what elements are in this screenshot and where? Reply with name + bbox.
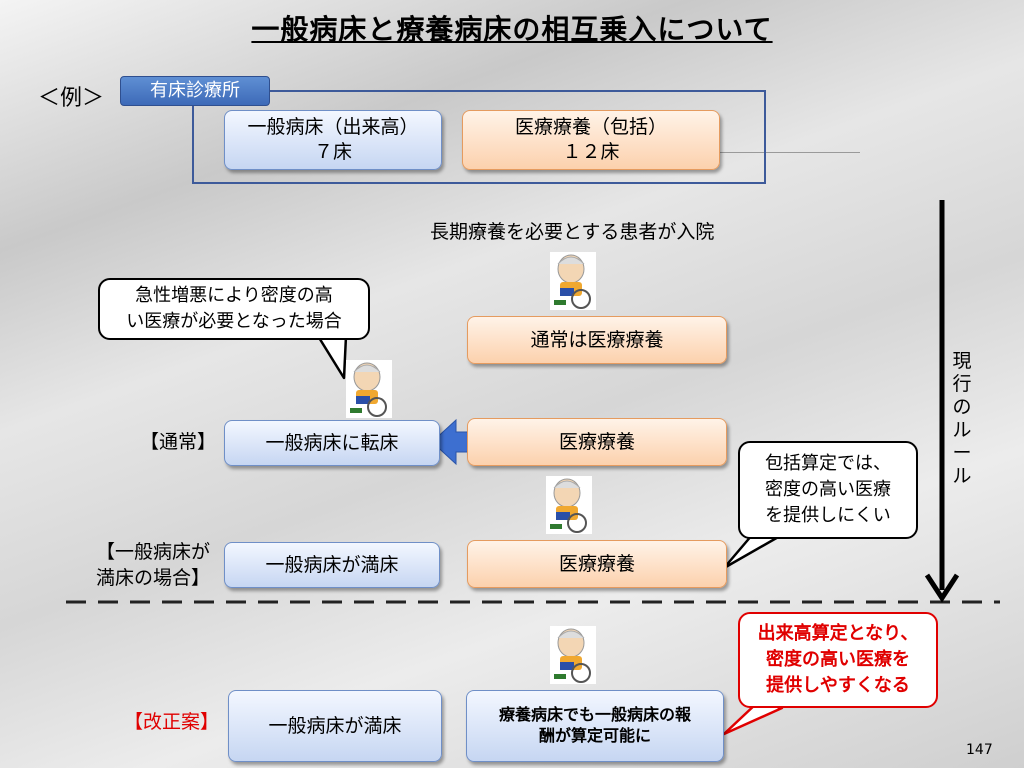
revised-box-line2: 酬が算定可能に <box>538 726 651 745</box>
callout-bundle: 包括算定では、 密度の高い医療 を提供しにくい <box>738 441 918 539</box>
general-bed-box: 一般病床（出来高） ７床 <box>224 110 442 170</box>
patient-wheelchair-icon <box>546 476 592 534</box>
general-bed-line1: 一般病床（出来高） <box>247 116 419 139</box>
rule-arrow-head <box>924 573 960 603</box>
label-full: 【一般病床が 満床の場合】 <box>96 540 210 591</box>
patient-wheelchair-icon <box>550 252 596 310</box>
patient-wheelchair-icon <box>346 360 392 418</box>
care-bed-line1: 医療療養（包括） <box>514 116 667 139</box>
general-bed-line2: ７床 <box>313 141 352 163</box>
callout-acute-tail <box>316 334 348 380</box>
page-number: 147 <box>966 742 993 758</box>
patient-wheelchair-icon <box>550 626 596 684</box>
clinic-tag: 有床診療所 <box>120 76 270 106</box>
label-revision: 【改正案】 <box>124 711 220 733</box>
page-title: 一般病床と療養病床の相互乗入について <box>251 13 773 46</box>
full-box-2: 一般病床が満床 <box>228 690 442 762</box>
label-full-line2: 満床の場合】 <box>96 566 211 589</box>
care-bed-box: 医療療養（包括） １２床 <box>462 110 720 170</box>
transfer-box: 一般病床に転床 <box>224 420 440 466</box>
label-normal: 【通常】 <box>140 431 217 453</box>
admission-text: 長期療養を必要とする患者が入院 <box>430 221 715 243</box>
divider-line <box>720 152 860 153</box>
clinic-frame <box>192 90 766 184</box>
callout-acute-line1: 急性増悪により密度の高 <box>135 284 333 306</box>
callout-fee: 出来高算定となり、 密度の高い医療を 提供しやすくなる <box>738 612 938 708</box>
revised-box: 療養病床でも一般病床の報 酬が算定可能に <box>466 690 724 762</box>
callout-fee-line3: 提供しやすくなる <box>766 675 910 697</box>
callout-bundle-line3: を提供しにくい <box>765 505 891 527</box>
callout-bundle-line1: 包括算定では、 <box>765 452 891 474</box>
care-box-2: 医療療養 <box>467 540 727 588</box>
full-box-1: 一般病床が満床 <box>224 542 440 588</box>
callout-acute: 急性増悪により密度の高 い医療が必要となった場合 <box>98 278 370 340</box>
callout-bundle-line2: 密度の高い医療 <box>765 478 891 500</box>
vertical-rule-text: 現行のルール <box>952 350 972 487</box>
usual-care-box: 通常は医療療養 <box>467 316 727 364</box>
label-full-line1: 【一般病床が <box>96 541 211 563</box>
callout-acute-line2: い医療が必要となった場合 <box>126 311 342 332</box>
care-bed-line2: １２床 <box>562 141 620 163</box>
example-label: ＜例＞ <box>38 86 105 111</box>
revised-box-line1: 療養病床でも一般病床の報 <box>498 705 691 725</box>
callout-fee-line1: 出来高算定となり、 <box>757 622 919 644</box>
callout-fee-line2: 密度の高い医療を <box>766 648 910 670</box>
care-box-1: 医療療養 <box>467 418 727 466</box>
